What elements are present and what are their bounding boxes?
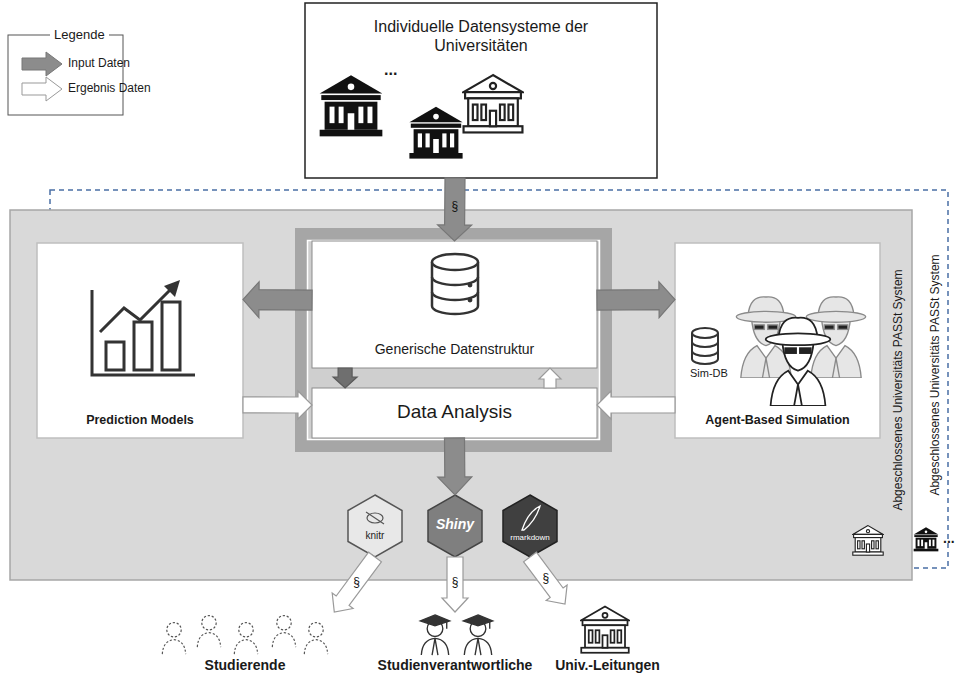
block-arrow xyxy=(438,438,472,495)
box-fill xyxy=(37,243,243,438)
legend-input-arrow xyxy=(22,52,62,76)
university-icon xyxy=(853,526,883,556)
university-icon xyxy=(409,107,462,159)
edge-label: § xyxy=(450,200,459,212)
node-label: rmarkdown xyxy=(510,533,550,543)
box-fill xyxy=(305,3,657,178)
audience-node: Studienverantwortliche xyxy=(365,612,545,676)
student-figure xyxy=(304,623,327,655)
node-label: knitr xyxy=(366,530,385,542)
node-label: Studienverantwortliche xyxy=(378,657,533,674)
legend-text: Input Daten xyxy=(68,56,130,70)
node-label: Agent-Based Simulation xyxy=(705,413,849,428)
database-icon xyxy=(432,254,478,314)
block-arrow xyxy=(597,282,675,318)
block-arrow xyxy=(442,557,468,612)
edge-label: § xyxy=(541,572,550,584)
edge-label: § xyxy=(451,576,460,588)
block-arrow xyxy=(333,368,357,388)
model-box: Prediction Models xyxy=(37,243,243,438)
university-icon xyxy=(320,75,383,136)
rmarkdown-hex: rmarkdown xyxy=(503,495,557,557)
legend-result-arrow xyxy=(22,77,62,101)
block-arrow xyxy=(332,552,381,612)
box-fill xyxy=(312,388,597,438)
core-frame-inner xyxy=(308,241,600,440)
node-label: Data Analysis xyxy=(397,401,512,424)
data-structure-box: Generische Datenstruktur xyxy=(312,241,597,368)
graduate-figure xyxy=(463,615,492,655)
university-icon xyxy=(464,75,523,132)
university-icon xyxy=(581,607,629,653)
chart-arrow-head xyxy=(164,280,180,297)
block-arrow xyxy=(597,391,675,419)
core-frame xyxy=(301,234,606,446)
student-figure xyxy=(162,623,185,655)
student-figure xyxy=(272,616,295,648)
node-label: Abgeschlossenes Universitäts PASSt Syste… xyxy=(928,254,942,495)
hexagon-fill xyxy=(348,495,402,557)
legend-text: Ergebnis Daten xyxy=(68,81,151,95)
student-figure xyxy=(197,616,220,648)
hexagon-fill xyxy=(503,495,557,557)
chart-icon xyxy=(92,288,195,375)
block-arrow xyxy=(524,552,568,604)
source-box: Individuelle Datensysteme der Universitä… xyxy=(305,3,657,178)
node-label: Univ.-Leitungen xyxy=(555,657,660,674)
dashed-system-panel: Abgeschlossenes Universitäts PASSt Syste… xyxy=(50,190,948,568)
block-arrow xyxy=(243,391,312,419)
system-panel xyxy=(10,210,912,580)
knitr-needle xyxy=(366,512,384,524)
rmarkdown-quill xyxy=(522,506,540,530)
sim-database-icon xyxy=(692,328,718,364)
node-label: Shiny xyxy=(436,516,474,533)
university-icon xyxy=(914,527,939,551)
analysis-box: Data Analysis xyxy=(312,388,597,438)
graduate-figure xyxy=(420,615,449,655)
block-arrow xyxy=(243,282,312,318)
ellipsis: ... xyxy=(943,530,955,547)
system-panel: Abgeschlossenes Universitäts PASSt Syste… xyxy=(10,210,912,580)
block-arrow xyxy=(438,178,472,241)
node-label: Generische Datenstruktur xyxy=(375,341,535,358)
ellipsis: ... xyxy=(384,60,397,79)
simulation-box: Sim-DB Agent-Based Simulation xyxy=(675,243,880,438)
node-label: Abgeschlossenes Universitäts PASSt Syste… xyxy=(891,269,905,510)
agent-figure xyxy=(766,318,831,406)
edge-label: § xyxy=(352,576,361,588)
student-figure xyxy=(234,623,257,655)
node-label: Studierende xyxy=(205,657,286,674)
box-fill xyxy=(675,243,880,438)
node-label: Sim-DB xyxy=(690,367,728,380)
legend-box xyxy=(8,35,123,115)
shiny-hex: Shiny xyxy=(428,495,482,557)
node-label: Prediction Models xyxy=(86,413,194,428)
legend-title: Legende xyxy=(50,27,109,43)
knitr-hex: knitr xyxy=(348,495,402,557)
hexagon-fill xyxy=(428,495,482,557)
audience-node: Univ.-Leitungen xyxy=(545,604,670,676)
box-fill xyxy=(312,241,597,368)
block-arrow xyxy=(539,368,561,388)
audience-node: Studierende xyxy=(150,612,340,676)
node-label: Individuelle Datensysteme der Universitä… xyxy=(341,17,621,55)
